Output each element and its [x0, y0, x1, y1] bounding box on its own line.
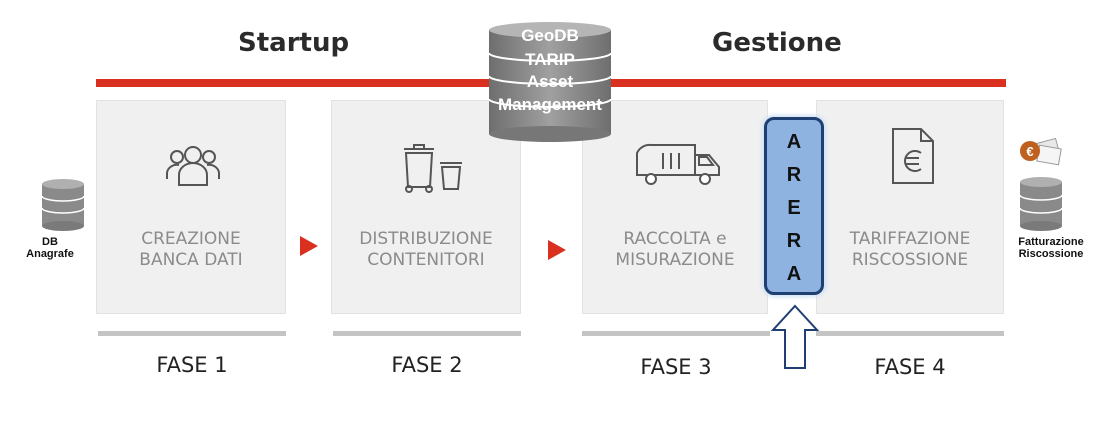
phase-label: FASE 2 [391, 353, 463, 377]
db-fatturazione-label: Fatturazione Riscossione [1018, 236, 1084, 260]
phase-underbar [582, 331, 770, 336]
arera-letter: R [786, 230, 802, 252]
database-icon [1019, 177, 1063, 231]
db-anagrafe-label: DB Anagrafe [26, 236, 74, 260]
people-icon [166, 146, 220, 186]
phase-title: DISTRIBUZIONE CONTENITORI [359, 229, 493, 270]
svg-text:€: € [1026, 144, 1033, 159]
phase-title: RACCOLTA e MISURAZIONE [615, 229, 735, 270]
phase-label: FASE 1 [156, 353, 228, 377]
truck-icon [636, 143, 720, 185]
gestione-heading: Gestione [712, 28, 842, 58]
phase-card-4: TARIFFAZIONE RISCOSSIONE [816, 100, 1004, 314]
phase-title: TARIFFAZIONE RISCOSSIONE [849, 229, 971, 270]
phase-card-3: RACCOLTA e MISURAZIONE [582, 100, 768, 314]
db-layer-label: Management [498, 95, 602, 114]
database-layers: GeoDB TARIP Asset Management [487, 20, 613, 142]
db-layer-label: TARIP [525, 50, 575, 69]
bins-icon [404, 144, 462, 193]
arera-box: A R E R A [764, 117, 824, 295]
arrow-up-icon [770, 304, 820, 369]
arera-letter: A [786, 263, 802, 285]
phase-underbar [333, 331, 521, 336]
phase-label: FASE 4 [874, 355, 946, 379]
arrow-right-icon [300, 236, 318, 256]
phase-title: CREAZIONE BANCA DATI [139, 229, 243, 270]
arera-letter: A [786, 131, 802, 153]
phase-label: FASE 3 [640, 355, 712, 379]
db-layer-label: GeoDB [521, 26, 579, 45]
euro-document-icon [892, 128, 934, 184]
arrow-right-icon [548, 240, 566, 260]
phase-card-1: CREAZIONE BANCA DATI [96, 100, 286, 314]
database-stack-icon [488, 22, 612, 142]
database-icon [41, 179, 85, 231]
startup-heading: Startup [238, 28, 350, 58]
db-layer-label: Asset [526, 72, 574, 91]
phase-underbar [816, 331, 1004, 336]
arera-letter: E [787, 197, 801, 219]
phase-underbar [98, 331, 286, 336]
euro-coin-icon: € [1020, 137, 1062, 166]
arera-letter: R [786, 164, 802, 186]
phase-card-2: DISTRIBUZIONE CONTENITORI [331, 100, 521, 314]
